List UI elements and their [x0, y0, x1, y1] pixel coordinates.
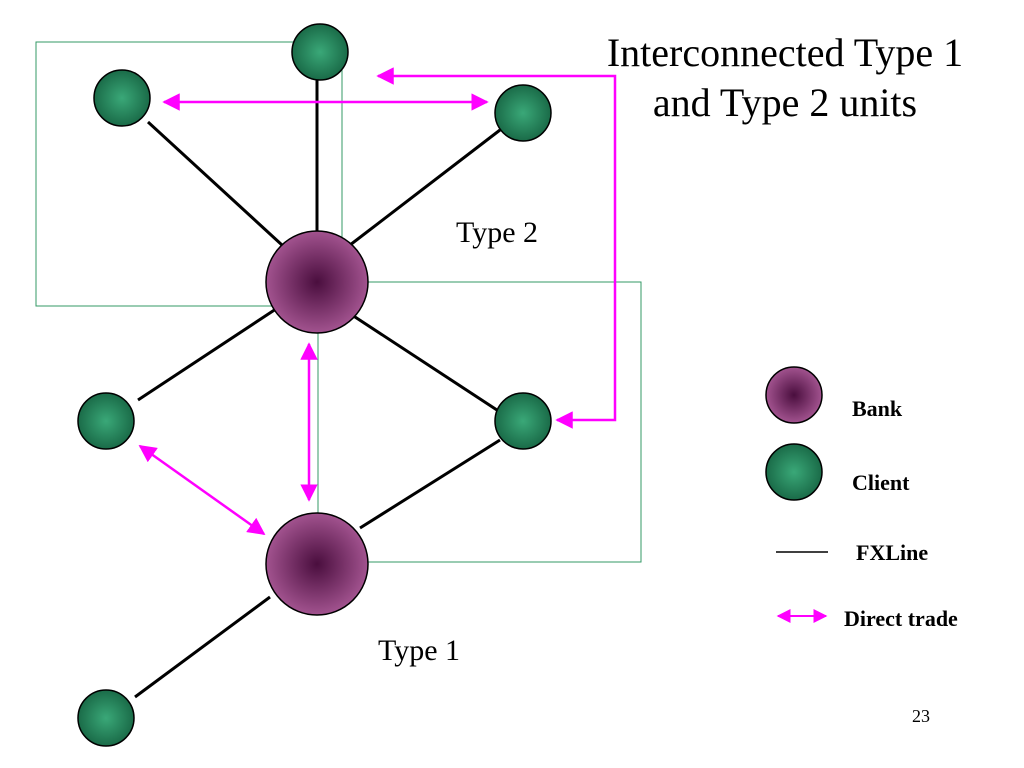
- type2-unit-box: [35, 41, 343, 307]
- bank-node-type2: [265, 230, 369, 334]
- fxline-bank2-client-lower-right: [351, 313, 501, 414]
- client-node-bottom: [77, 689, 135, 747]
- client-node-upper-left: [93, 69, 151, 127]
- fxline-bank1-client-right: [359, 438, 501, 530]
- client-node-lower-right: [494, 392, 552, 450]
- legend-client-symbol: [765, 443, 823, 501]
- legend: [765, 366, 828, 623]
- legend-direct-trade-label: Direct trade: [844, 606, 958, 631]
- client-node-top: [291, 23, 349, 81]
- direct-trade-cross-unit: [376, 67, 617, 429]
- client-node-upper-right: [494, 84, 552, 142]
- slide-title-line-1: Interconnected Type 1: [606, 30, 964, 75]
- fxline-bank2-client-upper-left: [146, 120, 284, 247]
- type1-unit-label: Type 1: [378, 634, 461, 667]
- client-node-lower-left: [77, 392, 135, 450]
- legend-client-label: Client: [852, 470, 910, 495]
- page-number: 23: [912, 706, 930, 726]
- fxline-bank1-client-bottom: [134, 595, 271, 699]
- legend-bank-label: Bank: [852, 396, 903, 421]
- slide-title: Interconnected Type 1 and Type 2 units: [560, 28, 1010, 128]
- fxline-bank2-client-lower-left: [137, 303, 283, 402]
- legend-bank-symbol: [765, 366, 823, 424]
- direct-trade-links: [138, 67, 617, 536]
- slide-title-line-2: and Type 2 units: [652, 80, 918, 125]
- type2-unit-label: Type 2: [456, 216, 539, 249]
- bank-node-type1: [265, 512, 369, 616]
- legend-fxline-label: FXLine: [856, 540, 929, 565]
- direct-trade-left-client-bank1: [138, 444, 266, 536]
